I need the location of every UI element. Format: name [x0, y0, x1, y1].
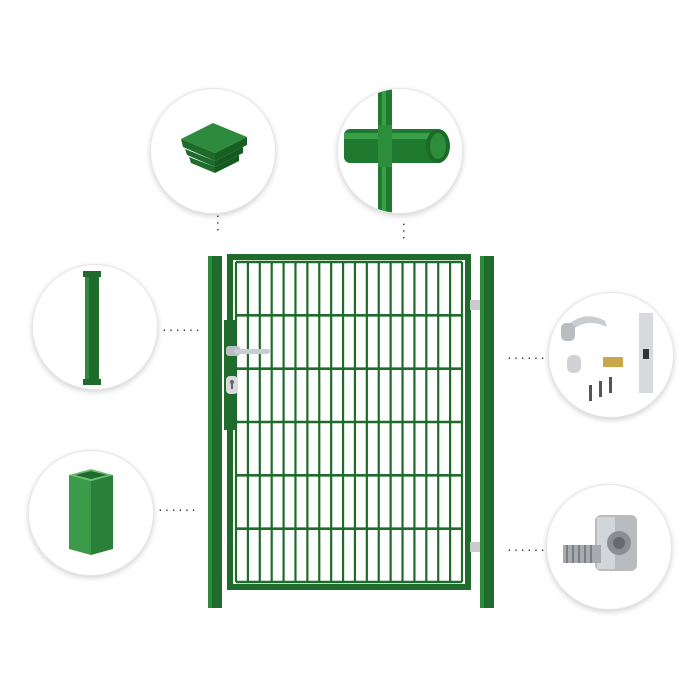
- square-post-icon: [69, 469, 113, 555]
- hinge-icon: [563, 515, 637, 571]
- lock-set-icon: [561, 313, 653, 401]
- square-post-callout: [28, 450, 154, 576]
- post-bracket-callout: [337, 88, 463, 214]
- top-hinge: [470, 300, 480, 310]
- lock-case: [224, 320, 236, 430]
- connector-post-bracket: ···: [397, 222, 413, 242]
- gate-mesh: [234, 260, 464, 584]
- stop-rail-icon: [83, 271, 101, 385]
- connector-post-cap: ···: [211, 214, 227, 234]
- stop-rail-callout: [32, 264, 158, 390]
- bottom-hinge: [470, 542, 480, 552]
- post-cap-callout: [150, 88, 276, 214]
- connector-square-post: ······: [158, 501, 198, 517]
- gate-drawing: [208, 254, 494, 608]
- lock-handle-set-callout: [548, 292, 674, 418]
- gate: [204, 250, 504, 617]
- connector-hinge: ······: [507, 541, 547, 557]
- pipe-clamp-icon: [344, 89, 450, 213]
- post-cap-icon: [181, 123, 247, 173]
- connector-lock-set: ······: [507, 349, 547, 365]
- hinge-callout: [546, 484, 672, 610]
- connector-stop-rail: ······: [162, 321, 202, 337]
- door-handle: [234, 349, 270, 354]
